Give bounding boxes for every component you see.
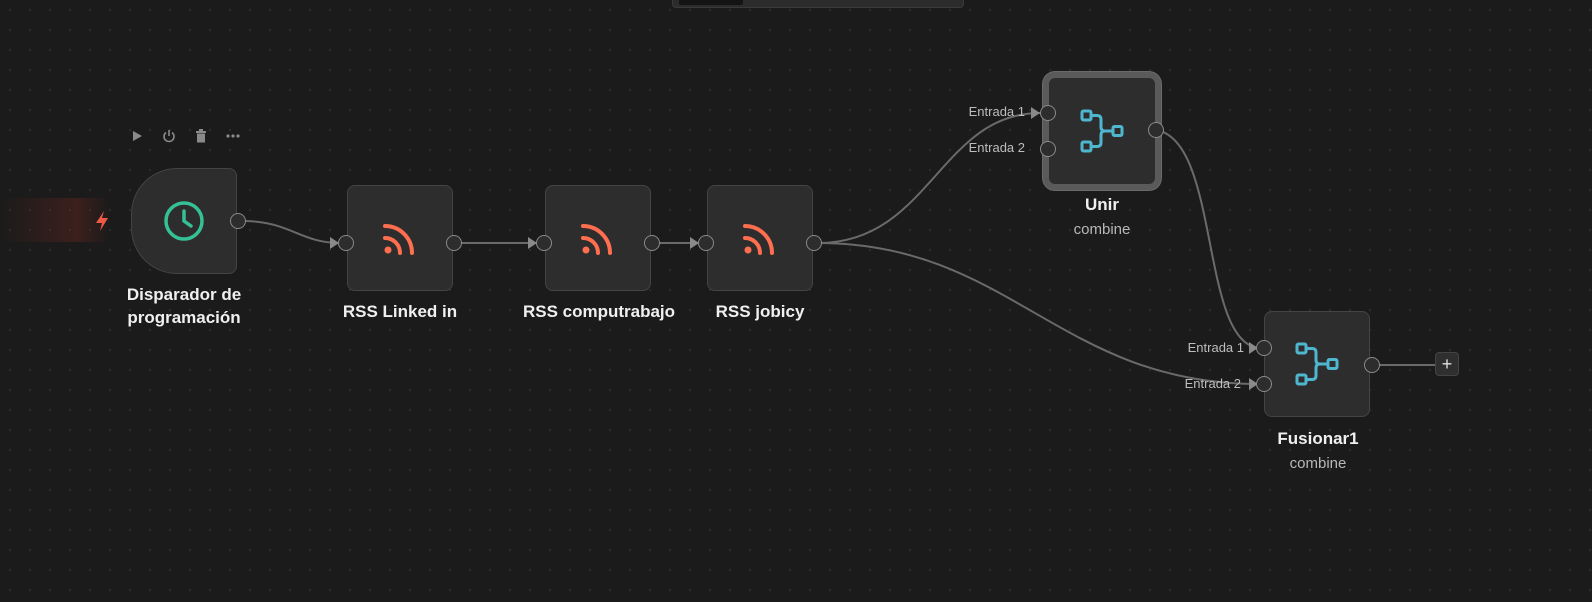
trigger-glow	[0, 198, 110, 242]
node-toolbar	[128, 127, 242, 145]
node-rss-jobicy[interactable]	[707, 185, 813, 291]
rss-icon	[383, 224, 414, 255]
fusionar1-input2-arrow	[1249, 378, 1258, 390]
fusionar1-label: Fusionar1	[1277, 429, 1359, 448]
add-node-button[interactable]: +	[1435, 352, 1459, 376]
unir-input2-label: Entrada 2	[968, 140, 1025, 155]
trigger-output-handle[interactable]	[230, 213, 246, 229]
power-icon[interactable]	[160, 127, 178, 145]
unir-input2-handle[interactable]	[1040, 141, 1056, 157]
trash-icon[interactable]	[192, 127, 210, 145]
rss-jobicy-label: RSS jobicy	[715, 302, 805, 321]
rss-icon	[581, 224, 612, 255]
unir-output-handle[interactable]	[1148, 122, 1164, 138]
node-schedule-trigger[interactable]	[131, 168, 237, 274]
unir-label: Unir	[1085, 195, 1119, 214]
clock-icon	[164, 201, 204, 241]
linkedin-input-arrow	[330, 237, 339, 249]
unir-input1-label: Entrada 1	[968, 104, 1025, 119]
lightning-bolt-icon	[96, 211, 108, 231]
edge-jobicy-unir	[817, 112, 1041, 244]
computrabajo-input-handle[interactable]	[536, 235, 552, 251]
edge-unir-fusionar	[1155, 129, 1259, 349]
node-rss-computrabajo[interactable]	[545, 185, 651, 291]
unir-sublabel: combine	[1073, 221, 1131, 238]
edge-jobicy-fusionar	[817, 242, 1259, 385]
rss-linkedin-label: RSS Linked in	[342, 302, 458, 321]
rss-icon	[743, 224, 774, 255]
jobicy-input-arrow	[690, 237, 699, 249]
computrabajo-input-arrow	[528, 237, 537, 249]
node-unir[interactable]	[1043, 72, 1161, 190]
unir-input1-arrow	[1031, 107, 1040, 119]
fusionar1-sublabel: combine	[1289, 455, 1347, 472]
computrabajo-output-handle[interactable]	[644, 235, 660, 251]
fusionar1-output-handle[interactable]	[1364, 357, 1380, 373]
merge-icon	[1080, 109, 1124, 153]
node-rss-linkedin[interactable]	[347, 185, 453, 291]
trigger-label-line2: programación	[127, 308, 241, 327]
more-icon[interactable]	[224, 127, 242, 145]
jobicy-output-handle[interactable]	[806, 235, 822, 251]
linkedin-input-handle[interactable]	[338, 235, 354, 251]
fusionar1-input1-arrow	[1249, 342, 1258, 354]
trigger-label: Disparador de programación	[127, 283, 241, 329]
fusionar1-input1-handle[interactable]	[1256, 340, 1272, 356]
jobicy-input-handle[interactable]	[698, 235, 714, 251]
edge-trigger-linkedin	[242, 220, 341, 244]
linkedin-output-handle[interactable]	[446, 235, 462, 251]
node-fusionar1[interactable]	[1264, 311, 1370, 417]
fusionar1-input2-handle[interactable]	[1256, 376, 1272, 392]
merge-icon	[1295, 342, 1339, 386]
top-toolbar-segment[interactable]	[679, 0, 743, 5]
fusionar1-input1-label: Entrada 1	[1187, 340, 1244, 355]
play-icon[interactable]	[128, 127, 146, 145]
top-toolbar[interactable]	[672, 0, 964, 8]
trigger-label-line1: Disparador de	[126, 285, 242, 304]
unir-input1-handle[interactable]	[1040, 105, 1056, 121]
rss-computrabajo-label: RSS computrabajo	[522, 302, 676, 321]
fusionar1-input2-label: Entrada 2	[1184, 376, 1241, 391]
